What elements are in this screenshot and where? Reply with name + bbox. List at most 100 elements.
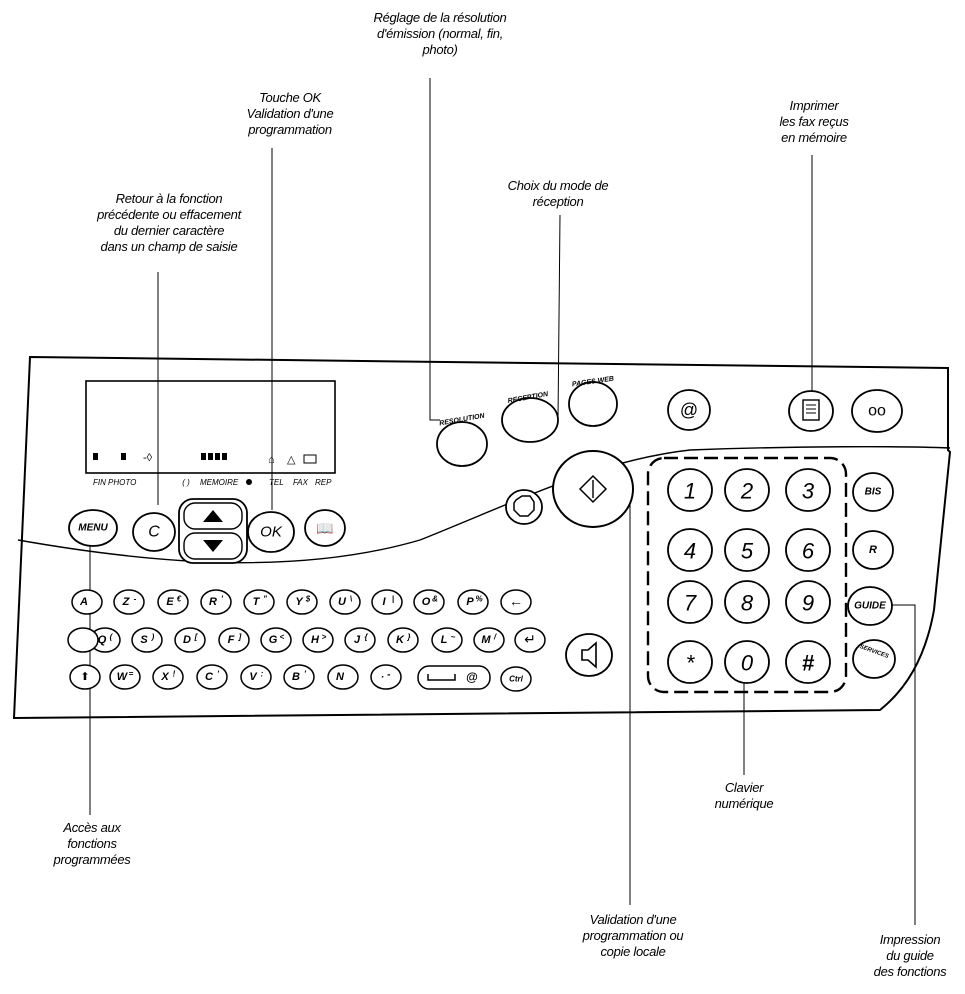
alpha-key-secondary-label: / (493, 633, 497, 642)
ok-button[interactable] (247, 511, 295, 553)
alpha-key-b[interactable] (283, 664, 315, 690)
alpha-key-m[interactable] (473, 627, 505, 653)
alpha-key-e[interactable] (157, 589, 189, 615)
backspace-arrow-icon: ← (509, 593, 523, 609)
alpha-key-x[interactable] (152, 664, 184, 690)
annotation-impression: Impression du guide des fonctions (873, 932, 947, 979)
numpad-frame (646, 456, 848, 694)
reception-button[interactable] (501, 397, 559, 443)
numpad-key-label: 9 (802, 591, 814, 616)
numpad-key-2[interactable] (724, 468, 770, 512)
alpha-key-o[interactable] (413, 589, 445, 615)
dot-key[interactable] (370, 664, 402, 690)
alpha-key-h[interactable] (302, 627, 334, 653)
numpad-key-0[interactable] (724, 640, 770, 684)
alpha-key-label: P (466, 596, 474, 608)
menu-button[interactable] (68, 509, 118, 547)
alpha-key-label: O (422, 596, 431, 608)
numpad-key-label: 8 (741, 591, 754, 616)
answering-button[interactable] (851, 389, 903, 433)
alpha-key-n[interactable] (327, 664, 359, 690)
at-sign-icon: @ (680, 400, 698, 420)
alpha-key-i[interactable] (371, 589, 403, 615)
alpha-key-label: F (228, 634, 235, 646)
alpha-key-label: I (382, 596, 386, 608)
services-button[interactable] (852, 639, 896, 679)
numpad-key-hash[interactable] (785, 640, 831, 684)
numpad-key-label: 1 (684, 479, 696, 504)
annotation-clavier: Clavier numérique (714, 780, 774, 811)
alpha-key-t[interactable] (243, 589, 275, 615)
shift-button[interactable] (69, 664, 101, 690)
leader-lines (89, 78, 916, 925)
alpha-key-p[interactable] (457, 589, 489, 615)
alpha-key-secondary-label: ~ (451, 633, 456, 642)
alpha-key-a[interactable] (71, 589, 103, 615)
space-bar-icon (427, 674, 456, 681)
alpha-key-f[interactable] (218, 627, 250, 653)
indicator-memory-4 (222, 453, 227, 460)
speaker-button[interactable] (565, 633, 613, 677)
alpha-key-w[interactable] (109, 664, 141, 690)
alpha-key-label: S (140, 634, 148, 646)
indicator-fax-icon: △ (287, 454, 296, 466)
alpha-key-d[interactable] (174, 627, 206, 653)
indicator-fin (93, 453, 98, 460)
numpad-key-5[interactable] (724, 528, 770, 572)
stop-icon (513, 495, 535, 517)
alpha-key-label: N (336, 671, 345, 683)
at-button[interactable] (667, 389, 711, 431)
r-button[interactable] (852, 530, 894, 570)
arrow-down-icon (203, 540, 223, 552)
alpha-key-s[interactable] (131, 627, 163, 653)
annotation-retour: Retour à la fonction précédente ou effac… (97, 191, 241, 254)
q-left-button[interactable] (67, 627, 99, 653)
alpha-key-label: J (354, 634, 361, 646)
alpha-key-g[interactable] (260, 627, 292, 653)
numpad-key-star[interactable] (667, 640, 713, 684)
numpad-key-label: 5 (741, 539, 754, 564)
space-button[interactable] (417, 665, 491, 690)
alpha-key-secondary-label: % (475, 595, 482, 604)
alpha-key-u[interactable] (329, 589, 361, 615)
numpad-key-8[interactable] (724, 580, 770, 624)
numpad-key-9[interactable] (785, 580, 831, 624)
backspace-button[interactable] (500, 589, 532, 615)
alpha-key-secondary-label: < (280, 633, 285, 642)
numpad-key-1[interactable] (667, 468, 713, 512)
leader-guide (885, 604, 916, 925)
indicator-memory-3 (215, 453, 220, 460)
resolution-button[interactable] (436, 421, 488, 467)
numpad-key-7[interactable] (667, 580, 713, 624)
book-button[interactable] (304, 509, 346, 547)
alpha-key-secondary-label: " (263, 595, 267, 604)
alpha-key-c[interactable] (196, 664, 228, 690)
c-button[interactable] (132, 512, 176, 552)
alpha-key-k[interactable] (387, 627, 419, 653)
alpha-key-label: B (292, 671, 300, 683)
alpha-key-secondary-label: ' (304, 670, 307, 679)
bis-button[interactable] (852, 472, 894, 512)
alpha-key-label: W (117, 671, 129, 683)
guide-button[interactable] (847, 586, 893, 626)
enter-button[interactable] (514, 627, 546, 653)
ctrl-button[interactable] (500, 666, 532, 692)
numpad-key-4[interactable] (667, 528, 713, 572)
alpha-key-j[interactable] (344, 627, 376, 653)
alpha-key-z[interactable] (113, 589, 145, 615)
shift-arrow-icon: ⬆ (80, 671, 89, 683)
numpad-key-3[interactable] (785, 468, 831, 512)
numpad-key-label: 4 (684, 539, 696, 564)
numpad-key-6[interactable] (785, 528, 831, 572)
indicator-arrow-icon: -◊ (143, 452, 153, 464)
alpha-key-y[interactable] (286, 589, 318, 615)
alpha-key-r[interactable] (200, 589, 232, 615)
tape-icon: oo (868, 403, 886, 420)
alpha-key-v[interactable] (240, 664, 272, 690)
alpha-key-secondary-label: } (406, 633, 410, 642)
stop-button[interactable] (505, 489, 543, 525)
ctrl-button-label: Ctrl (509, 675, 524, 684)
pages-web-button[interactable] (568, 381, 618, 427)
alpha-key-l[interactable] (431, 627, 463, 653)
